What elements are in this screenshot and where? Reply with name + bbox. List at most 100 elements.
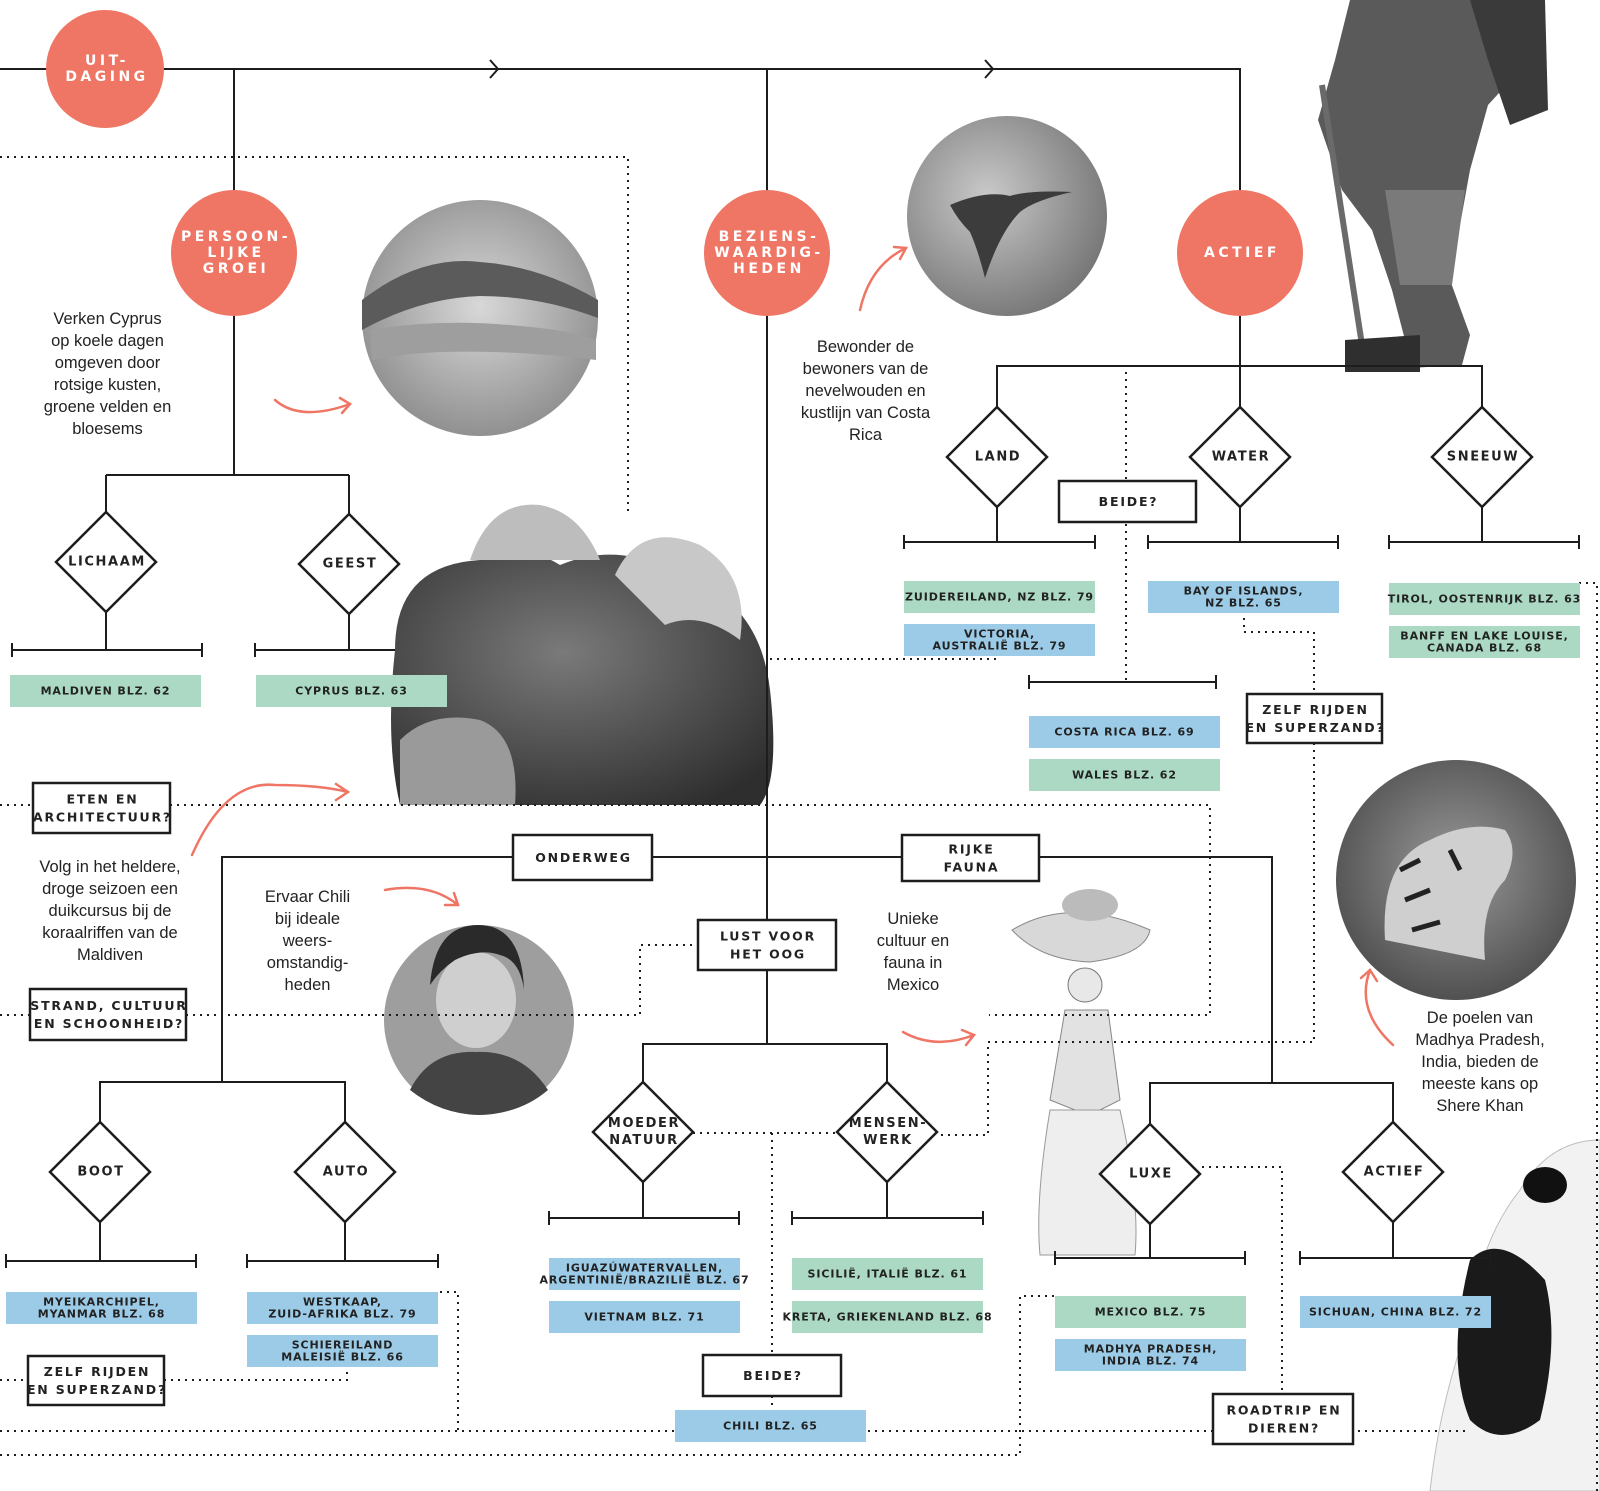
node-label: CHILI BLZ. 65 bbox=[723, 1420, 818, 1433]
result-madhya: MADHYA PRADESH,INDIA BLZ. 74 bbox=[1055, 1339, 1246, 1371]
node-label: ACTIEF bbox=[1204, 245, 1280, 261]
node-label: MYANMAR BLZ. 68 bbox=[38, 1308, 166, 1321]
diamond-node-land: LAND bbox=[945, 405, 1049, 509]
node-label: EN SUPERZAND? bbox=[27, 1382, 167, 1397]
node-label: LAND bbox=[975, 450, 1021, 465]
node-label: MEXICO BLZ. 75 bbox=[1095, 1306, 1207, 1319]
annotation-cyprus: Verken Cyprus op koele dagen omgeven doo… bbox=[43, 310, 172, 438]
result-vietnam: VIETNAM BLZ. 71 bbox=[549, 1301, 740, 1333]
node-label: LUXE bbox=[1129, 1167, 1173, 1182]
result-sicilie: SICILIË, ITALIË BLZ. 61 bbox=[792, 1258, 983, 1290]
node-label: LIJKE bbox=[207, 245, 264, 261]
result-iguazu: IGUAZÚWATERVALLEN,ARGENTINIË/BRAZILIË BL… bbox=[539, 1258, 749, 1290]
node-label: INDIA BLZ. 74 bbox=[1102, 1355, 1199, 1368]
node-label: MALEISIË BLZ. 66 bbox=[281, 1350, 404, 1364]
node-label: NATUUR bbox=[609, 1133, 679, 1148]
node-label: HET OOG bbox=[730, 947, 806, 962]
circle-node-uitdaging: UIT-DAGING bbox=[46, 10, 164, 128]
diamond-node-luxe: LUXE bbox=[1098, 1122, 1202, 1226]
annotation-maldiven: Volg in het heldere, droge seizoen een d… bbox=[39, 858, 181, 964]
question-box-zelf-rijden-left: ZELF RIJDEN EN SUPERZAND? bbox=[26, 1354, 167, 1407]
result-banff: BANFF EN LAKE LOUISE,CANADA BLZ. 68 bbox=[1389, 626, 1580, 658]
question-box-zelf-rijden-right: ZELF RIJDEN EN SUPERZAND? bbox=[1245, 692, 1385, 745]
coast-photo bbox=[362, 200, 598, 436]
hiker-photo bbox=[1318, 0, 1548, 372]
node-label: UIT- bbox=[85, 53, 129, 69]
result-costa-rica: COSTA RICA BLZ. 69 bbox=[1029, 716, 1220, 748]
node-label: ZELF RIJDEN bbox=[44, 1364, 151, 1379]
result-mexico: MEXICO BLZ. 75 bbox=[1055, 1296, 1246, 1328]
node-label: BAY OF ISLANDS, bbox=[1184, 585, 1304, 598]
node-label: BOOT bbox=[77, 1165, 124, 1180]
node-label: ARGENTINIË/BRAZILIË BLZ. 67 bbox=[539, 1273, 749, 1287]
node-label: STRAND, CULTUUR bbox=[30, 998, 187, 1013]
question-box-strand-cultuur: STRAND, CULTUUR EN SCHOONHEID? bbox=[28, 987, 188, 1042]
result-kreta: KRETA, GRIEKENLAND BLZ. 68 bbox=[782, 1301, 992, 1333]
woman-photo bbox=[384, 925, 574, 1115]
node-label: MALDIVEN BLZ. 62 bbox=[41, 685, 171, 698]
node-label: BANFF EN LAKE LOUISE, bbox=[1400, 630, 1568, 643]
hummingbird-photo bbox=[907, 116, 1107, 316]
node-label: WESTKAAP, bbox=[303, 1296, 382, 1309]
node-label: PERSOON- bbox=[181, 229, 291, 245]
node-label: WERK bbox=[863, 1133, 913, 1148]
annotation-india: De poelen van Madhya Pradesh, India, bie… bbox=[1415, 1009, 1545, 1115]
node-label: MYEIKARCHIPEL, bbox=[43, 1296, 160, 1309]
node-label: EN SUPERZAND? bbox=[1245, 720, 1385, 735]
node-label: MADHYA PRADESH, bbox=[1084, 1343, 1218, 1356]
node-label: ZELF RIJDEN bbox=[1262, 702, 1369, 717]
result-tirol: TIROL, OOSTENRIJK BLZ. 63 bbox=[1388, 583, 1581, 615]
node-label: WALES BLZ. 62 bbox=[1072, 769, 1177, 782]
connector-lines bbox=[0, 59, 1580, 1268]
diamond-node-boot: BOOT bbox=[48, 1120, 152, 1224]
node-label: BEIDE? bbox=[743, 1368, 803, 1383]
node-label: ZUIDEREILAND, NZ BLZ. 79 bbox=[905, 591, 1094, 604]
node-label: TIROL, OOSTENRIJK BLZ. 63 bbox=[1388, 593, 1581, 606]
node-label: BEIDE? bbox=[1099, 494, 1159, 509]
node-label: DAGING bbox=[65, 69, 148, 85]
node-label: BEZIENS- bbox=[719, 229, 820, 245]
result-maldiven: MALDIVEN BLZ. 62 bbox=[10, 675, 201, 707]
node-label: SICILIË, ITALIË BLZ. 61 bbox=[808, 1267, 968, 1281]
coral-photo bbox=[391, 504, 774, 805]
question-box-beide-bottom: BEIDE? bbox=[701, 1353, 843, 1398]
node-label: GEEST bbox=[323, 557, 378, 572]
node-label: ETEN EN bbox=[66, 792, 138, 807]
node-label: COSTA RICA BLZ. 69 bbox=[1054, 726, 1194, 739]
node-label: ZUID-AFRIKA BLZ. 79 bbox=[268, 1308, 416, 1321]
diamond-node-geest: GEEST bbox=[297, 512, 401, 616]
diamond-node-mensenwerk: MENSEN-WERK bbox=[835, 1080, 939, 1184]
tiger-photo bbox=[1336, 760, 1576, 1000]
catrina-figure-photo bbox=[1011, 889, 1151, 1256]
result-zuidereiland: ZUIDEREILAND, NZ BLZ. 79 bbox=[904, 581, 1095, 613]
node-label: ACTIEF bbox=[1364, 1165, 1425, 1180]
diamond-node-moeder-natuur: MOEDER NATUUR bbox=[591, 1080, 695, 1184]
diamond-node-water: WATER bbox=[1188, 405, 1292, 509]
question-box-beide-top: BEIDE? bbox=[1057, 479, 1198, 524]
result-myeik: MYEIKARCHIPEL,MYANMAR BLZ. 68 bbox=[6, 1292, 197, 1324]
node-label: VIETNAM BLZ. 71 bbox=[584, 1311, 704, 1324]
node-label: WATER bbox=[1212, 450, 1271, 465]
node-label: GROEI bbox=[203, 261, 269, 277]
node-label: WAARDIG- bbox=[714, 245, 823, 261]
annotation-costa-rica: Bewonder de bewoners van de nevelwouden … bbox=[800, 338, 931, 444]
node-label: CANADA BLZ. 68 bbox=[1427, 642, 1542, 655]
node-label: LUST VOOR bbox=[720, 929, 816, 944]
node-label: MOEDER bbox=[608, 1116, 680, 1131]
question-box-lust-voor-oog: LUST VOOR HET OOG bbox=[696, 918, 838, 972]
diamond-node-lichaam: LICHAAM bbox=[54, 510, 158, 614]
node-label: AUTO bbox=[323, 1165, 370, 1180]
annotation-chili: Ervaar Chili bij ideale weers- omstandig… bbox=[264, 888, 351, 994]
result-sichuan: SICHUAN, CHINA BLZ. 72 bbox=[1300, 1296, 1491, 1328]
question-box-onderweg: ONDERWEG bbox=[511, 833, 654, 882]
result-cyprus: CYPRUS BLZ. 63 bbox=[256, 675, 447, 707]
curved-arrows bbox=[190, 245, 1395, 1047]
node-label: EN SCHOONHEID? bbox=[34, 1016, 184, 1031]
result-victoria: VICTORIA,AUSTRALIË BLZ. 79 bbox=[904, 624, 1095, 656]
circle-node-bezienswaardigheden: BEZIENS-WAARDIG-HEDEN bbox=[704, 190, 830, 316]
node-label: SCHIEREILAND bbox=[292, 1339, 394, 1352]
